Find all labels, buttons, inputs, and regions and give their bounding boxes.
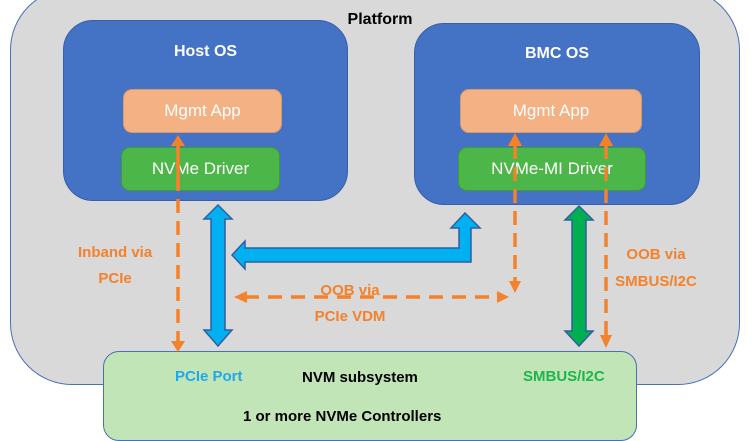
pcie-vertical-double-arrow — [202, 203, 234, 348]
oob-smbus-dashed-arrow — [599, 133, 613, 348]
host-mgmt-app: Mgmt App — [123, 89, 282, 133]
arrows-layer — [171, 133, 613, 352]
pcie-port-label: PCIe Port — [175, 368, 243, 385]
smbus-double-arrow — [563, 204, 595, 348]
oob-smbus-label-line2: SMBUS/I2C — [615, 273, 697, 290]
oob-pcie-label-line1: OOB via — [320, 282, 380, 299]
oob-smbus-label: OOB via SMBUS/I2C — [604, 241, 708, 295]
inband-label-line2: PCIe — [98, 270, 132, 287]
oob-pcie-label: OOB via PCIe VDM — [298, 278, 402, 330]
host-os-title: Host OS — [173, 43, 238, 60]
nvm-subsystem-title: NVM subsystem — [302, 369, 418, 386]
host-nvme-driver: NVMe Driver — [121, 147, 280, 191]
host-os-box: Host OS — [63, 20, 348, 201]
oob-smbus-label-line1: OOB via — [626, 246, 686, 263]
nvme-controllers-label: 1 or more NVMe Controllers — [243, 408, 442, 425]
pcie-l-arrow — [230, 211, 482, 271]
oob-pcie-label-line2: PCIe VDM — [314, 308, 386, 325]
smbus-port-label: SMBUS/I2C — [523, 368, 605, 385]
inband-label: Inband via PCIe — [78, 240, 152, 292]
inband-label-line1: Inband via — [78, 244, 153, 261]
bmc-oob-pcie-dashed — [508, 133, 522, 293]
platform-title: Platform — [347, 11, 413, 28]
bmc-os-title: BMC OS — [525, 45, 589, 62]
bmc-nvme-mi-driver: NVMe-MI Driver — [458, 147, 646, 191]
bmc-mgmt-app: Mgmt App — [460, 89, 642, 133]
oob-pcie-dashed-arrow — [234, 291, 509, 303]
inband-dashed-arrow — [171, 135, 185, 352]
